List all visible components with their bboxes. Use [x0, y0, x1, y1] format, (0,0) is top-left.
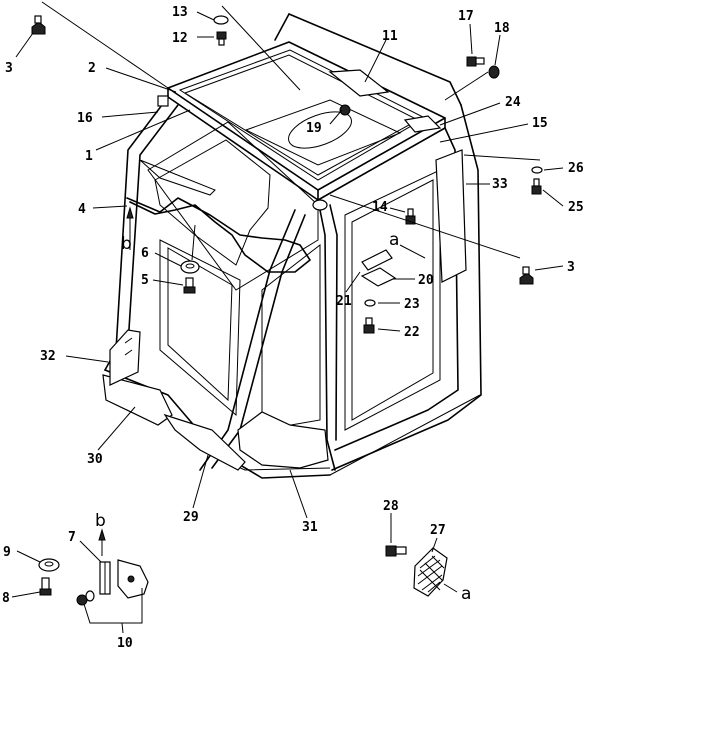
callout-24: 24	[505, 95, 521, 110]
ref-letter-b: b	[121, 234, 132, 254]
callout-11: 11	[382, 29, 398, 44]
callout-32: 32	[40, 349, 56, 364]
leader-lines	[11, 1, 564, 634]
callout-17: 17	[458, 9, 474, 24]
fastener-6	[180, 260, 200, 274]
ref-letter-a: a	[461, 584, 471, 604]
callout-18: 18	[494, 21, 510, 36]
door-latch	[360, 249, 397, 287]
ref-letter-a: a	[389, 230, 399, 250]
fastener-13	[213, 15, 229, 25]
callout-14: 14	[372, 200, 388, 215]
callout-26: 26	[568, 161, 584, 176]
callout-6: 6	[141, 246, 149, 261]
callout-29: 29	[183, 510, 199, 525]
callout-33: 33	[492, 177, 508, 192]
fastener-26	[531, 166, 543, 174]
roof-corner-clip	[157, 95, 169, 107]
callout-30: 30	[87, 452, 103, 467]
detail-a-cover	[413, 547, 448, 597]
ref-letter-b: b	[95, 511, 106, 531]
callout-28: 28	[383, 499, 399, 514]
callout-3: 3	[5, 61, 13, 76]
roof-plug-19	[339, 104, 351, 116]
roof-bracket-11	[328, 69, 390, 97]
fastener-8	[39, 577, 52, 596]
callout-22: 22	[404, 325, 420, 340]
callout-16: 16	[77, 111, 93, 126]
front-clip	[312, 199, 328, 211]
wire-harness	[126, 159, 311, 273]
fastener-17	[466, 56, 485, 67]
fastener-12	[216, 31, 227, 46]
callout-27: 27	[430, 523, 446, 538]
callout-4: 4	[78, 202, 86, 217]
callout-10: 10	[117, 636, 133, 651]
callout-21: 21	[336, 294, 352, 309]
post-strip	[435, 149, 467, 283]
lower-left-panel	[102, 374, 246, 471]
callout-8: 8	[2, 591, 10, 606]
callout-9: 9	[3, 545, 11, 560]
side-bracket	[109, 329, 141, 386]
callout-19: 19	[306, 121, 322, 136]
fastener-3-right	[519, 266, 534, 285]
fastener-22	[363, 317, 375, 334]
fastener-18	[488, 65, 500, 79]
callout-2: 2	[88, 61, 96, 76]
callout-1: 1	[85, 149, 93, 164]
callout-23: 23	[404, 297, 420, 312]
fastener-3-top	[31, 15, 46, 35]
callout-25: 25	[568, 200, 584, 215]
roof-front-bracket	[403, 115, 442, 133]
callout-31: 31	[302, 520, 318, 535]
callout-3: 3	[567, 260, 575, 275]
fastener-28	[385, 545, 407, 557]
fastener-5	[183, 277, 196, 294]
callout-12: 12	[172, 31, 188, 46]
callout-7: 7	[68, 530, 76, 545]
callout-20: 20	[418, 273, 434, 288]
reference-letters: b a b a	[95, 230, 471, 604]
fastener-23	[364, 299, 376, 307]
fastener-25	[531, 178, 542, 195]
callout-labels: 3 13 12 11 17 18 2 16 19 24 15 1 26 4 33…	[2, 5, 584, 651]
detail-b-bracket	[76, 559, 149, 606]
callout-13: 13	[172, 5, 188, 20]
fastener-9	[38, 558, 60, 572]
callout-5: 5	[141, 273, 149, 288]
callout-15: 15	[532, 116, 548, 131]
lower-right-panel	[237, 411, 329, 469]
